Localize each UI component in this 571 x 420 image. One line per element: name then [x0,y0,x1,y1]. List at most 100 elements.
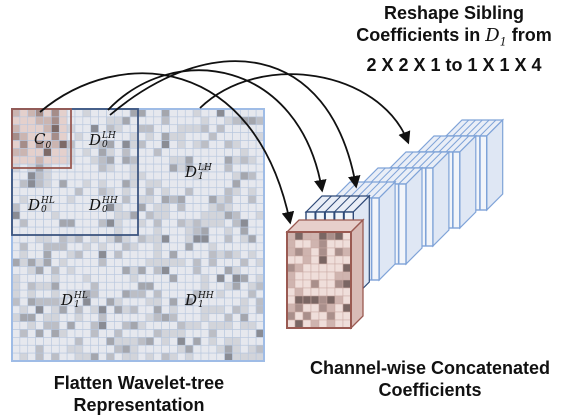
grid-cell [27,289,36,299]
grid-cell [153,266,162,275]
grid-cell [58,226,68,236]
grid-cell [43,352,52,362]
grid-cell [74,195,84,204]
grid-cell [200,140,210,149]
curved-arrow-icon [107,69,327,193]
grid-cell [255,250,265,259]
grid-cell [145,163,155,173]
block-side-face [378,180,396,282]
grid-cell [114,179,123,189]
grid-cell [240,226,249,236]
grid-cell [145,124,155,133]
grid-cell [35,218,44,228]
grid-cell [161,218,170,228]
grid-cell [208,211,218,220]
grid-cell [216,211,225,220]
grid-cell [216,108,225,118]
grid-cell [82,344,92,354]
c0-cell [310,311,320,321]
grid-cell [240,187,249,196]
grid-cell [129,274,139,283]
grid-cell [145,171,155,181]
grid-cell [247,108,257,118]
c0-cell [302,263,312,273]
block-top-stripe [452,119,470,137]
c0-cell [310,319,320,329]
grid-cell [58,242,68,252]
grid-cell [153,258,162,267]
grid-cell [232,132,241,141]
grid-cell [90,321,99,330]
grid-cell [145,187,155,196]
grid-cell [90,116,99,126]
c0-front-border [286,231,352,329]
grid-cell [27,250,36,259]
grid-cell [129,218,139,228]
grid-cell [66,344,76,354]
grid-cell [121,266,131,275]
grid-cell [184,266,194,275]
c0-cell [294,247,304,257]
grid-cell [192,195,202,204]
d1-lh-base: D [185,163,198,181]
c0-cell [342,287,352,297]
grid-cell [161,211,170,220]
grid-cell [51,344,60,354]
grid-cell [184,274,194,283]
d0-hh-sub: 0 [102,205,108,215]
grid-cell [43,329,52,338]
grid-cell [224,187,233,196]
grid-cell [98,329,107,338]
grid-cell [74,313,84,322]
grid-cell [137,297,147,307]
block-top-stripe [418,151,435,169]
grid-cell [90,163,99,173]
concat-caption: Channel-wise Concatenated Coefficients [292,357,568,401]
grid-cell [216,250,225,259]
grid-cell [27,258,36,267]
block-top-stripe [343,195,361,213]
d0-lh-sup: LH [102,131,116,141]
grid-cell [255,305,265,315]
grid-cell [255,289,265,299]
grid-cell [106,155,115,165]
grid-cell [19,337,29,346]
grid-cell [240,250,249,259]
grid-cell [19,195,29,204]
grid-cell [137,250,147,259]
grid-cell [74,187,84,196]
grid-cell [161,203,170,212]
grid-cell [216,352,225,362]
grid-cell [129,250,139,259]
grid-cell [169,250,178,259]
c0-cell [294,303,304,313]
grid-cell [74,266,84,275]
grid-cell [66,352,76,362]
grid-cell [19,116,29,126]
block-top-stripe [371,181,388,199]
grid-cell [11,179,21,189]
grid-cell [153,132,162,141]
grid-cell [240,179,249,189]
grid-cell [240,352,249,362]
grid-cell [192,337,202,346]
grid-cell [129,108,139,118]
grid-cell [137,305,147,315]
c0-cell [302,279,312,289]
c0-cell [342,279,352,289]
grid-cell [74,274,84,283]
grid-cell [106,171,115,181]
grid-cell [232,242,241,252]
grid-cell [184,226,194,236]
grid-cell [137,203,147,212]
grid-cell [19,289,29,299]
grid-cell [35,274,44,283]
c0-cell [342,303,352,313]
grid-cell [51,313,60,322]
grid-cell [247,179,257,189]
grid-cell [208,218,218,228]
d0-hl-sub: 0 [41,205,47,215]
grid-cell [43,226,52,236]
grid-cell [247,289,257,299]
grid-cell [145,226,155,236]
